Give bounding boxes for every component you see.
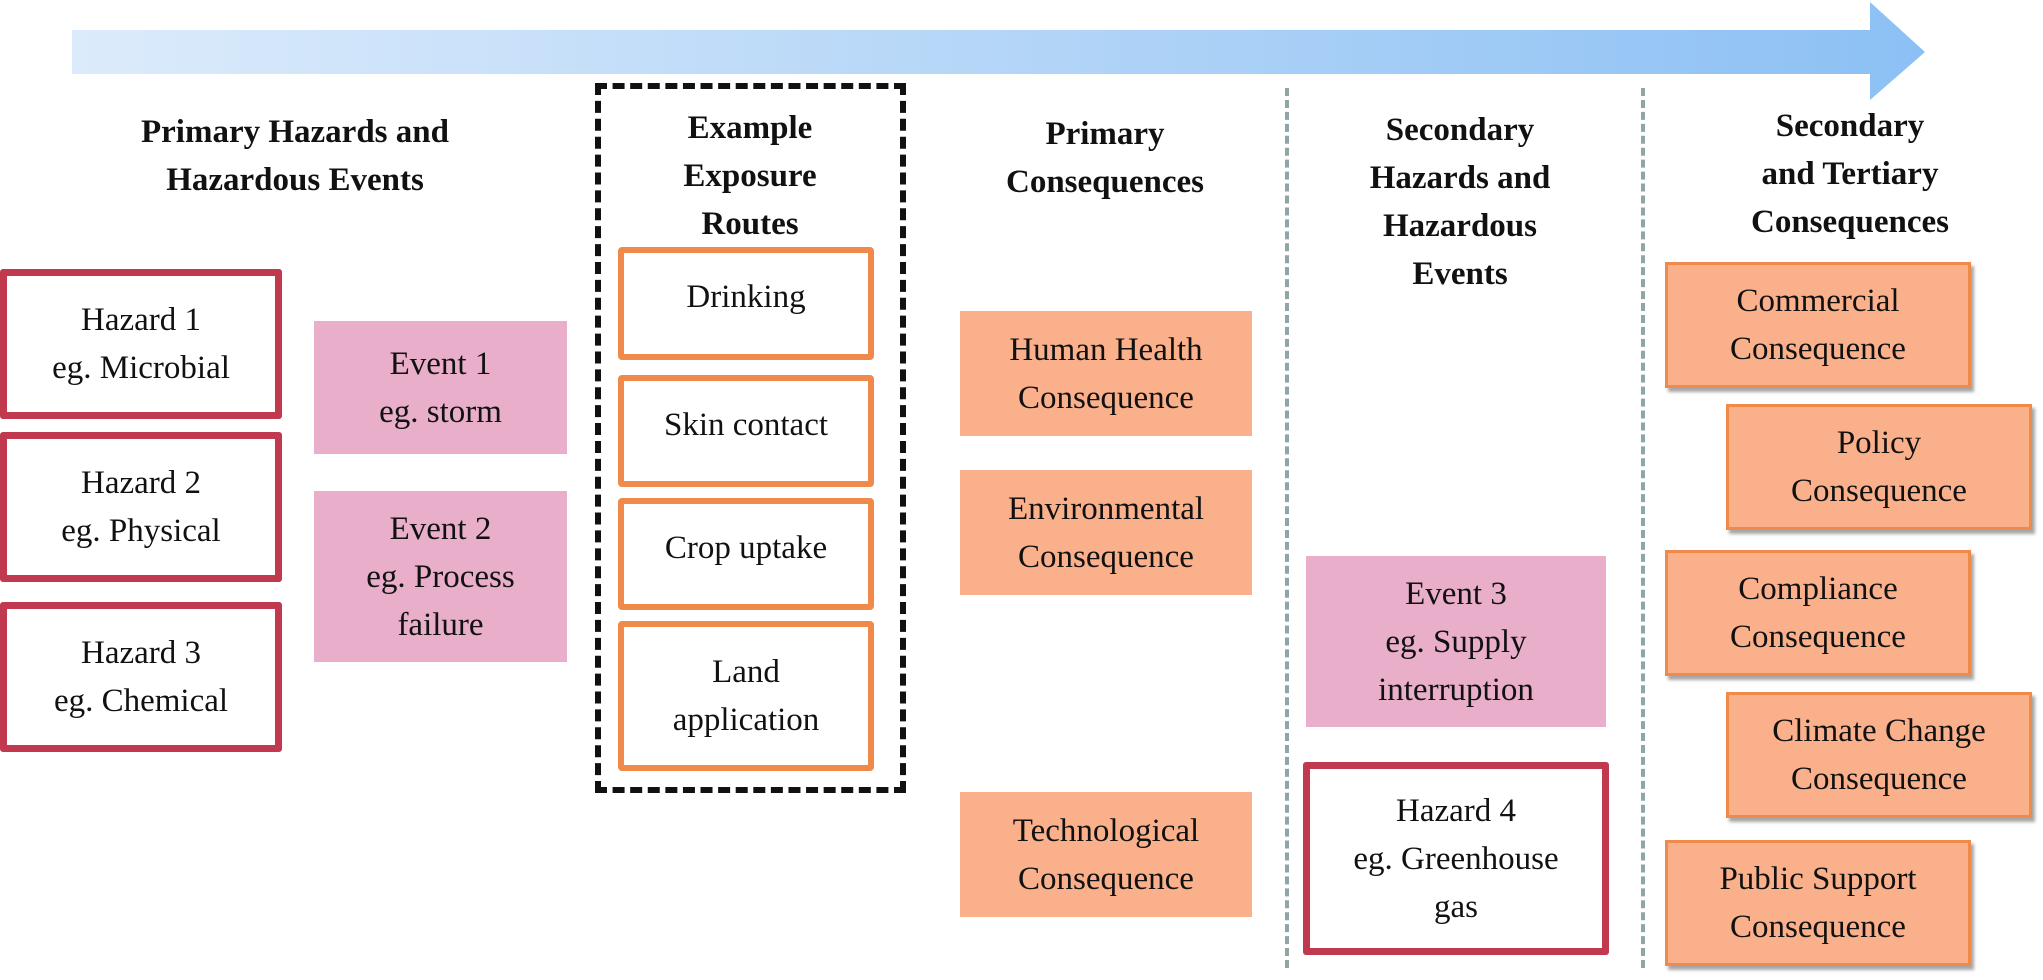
divider-line-1 (1285, 88, 1289, 968)
progression-arrow (72, 2, 1925, 100)
route-box-crop-uptake: Crop uptake (618, 498, 874, 610)
arrow-shape (72, 2, 1925, 100)
route-box-drinking: Drinking (618, 247, 874, 360)
exposure-routes-frame (595, 83, 906, 793)
route-box-skin-contact: Skin contact (618, 375, 874, 487)
divider-line-2 (1641, 88, 1645, 968)
